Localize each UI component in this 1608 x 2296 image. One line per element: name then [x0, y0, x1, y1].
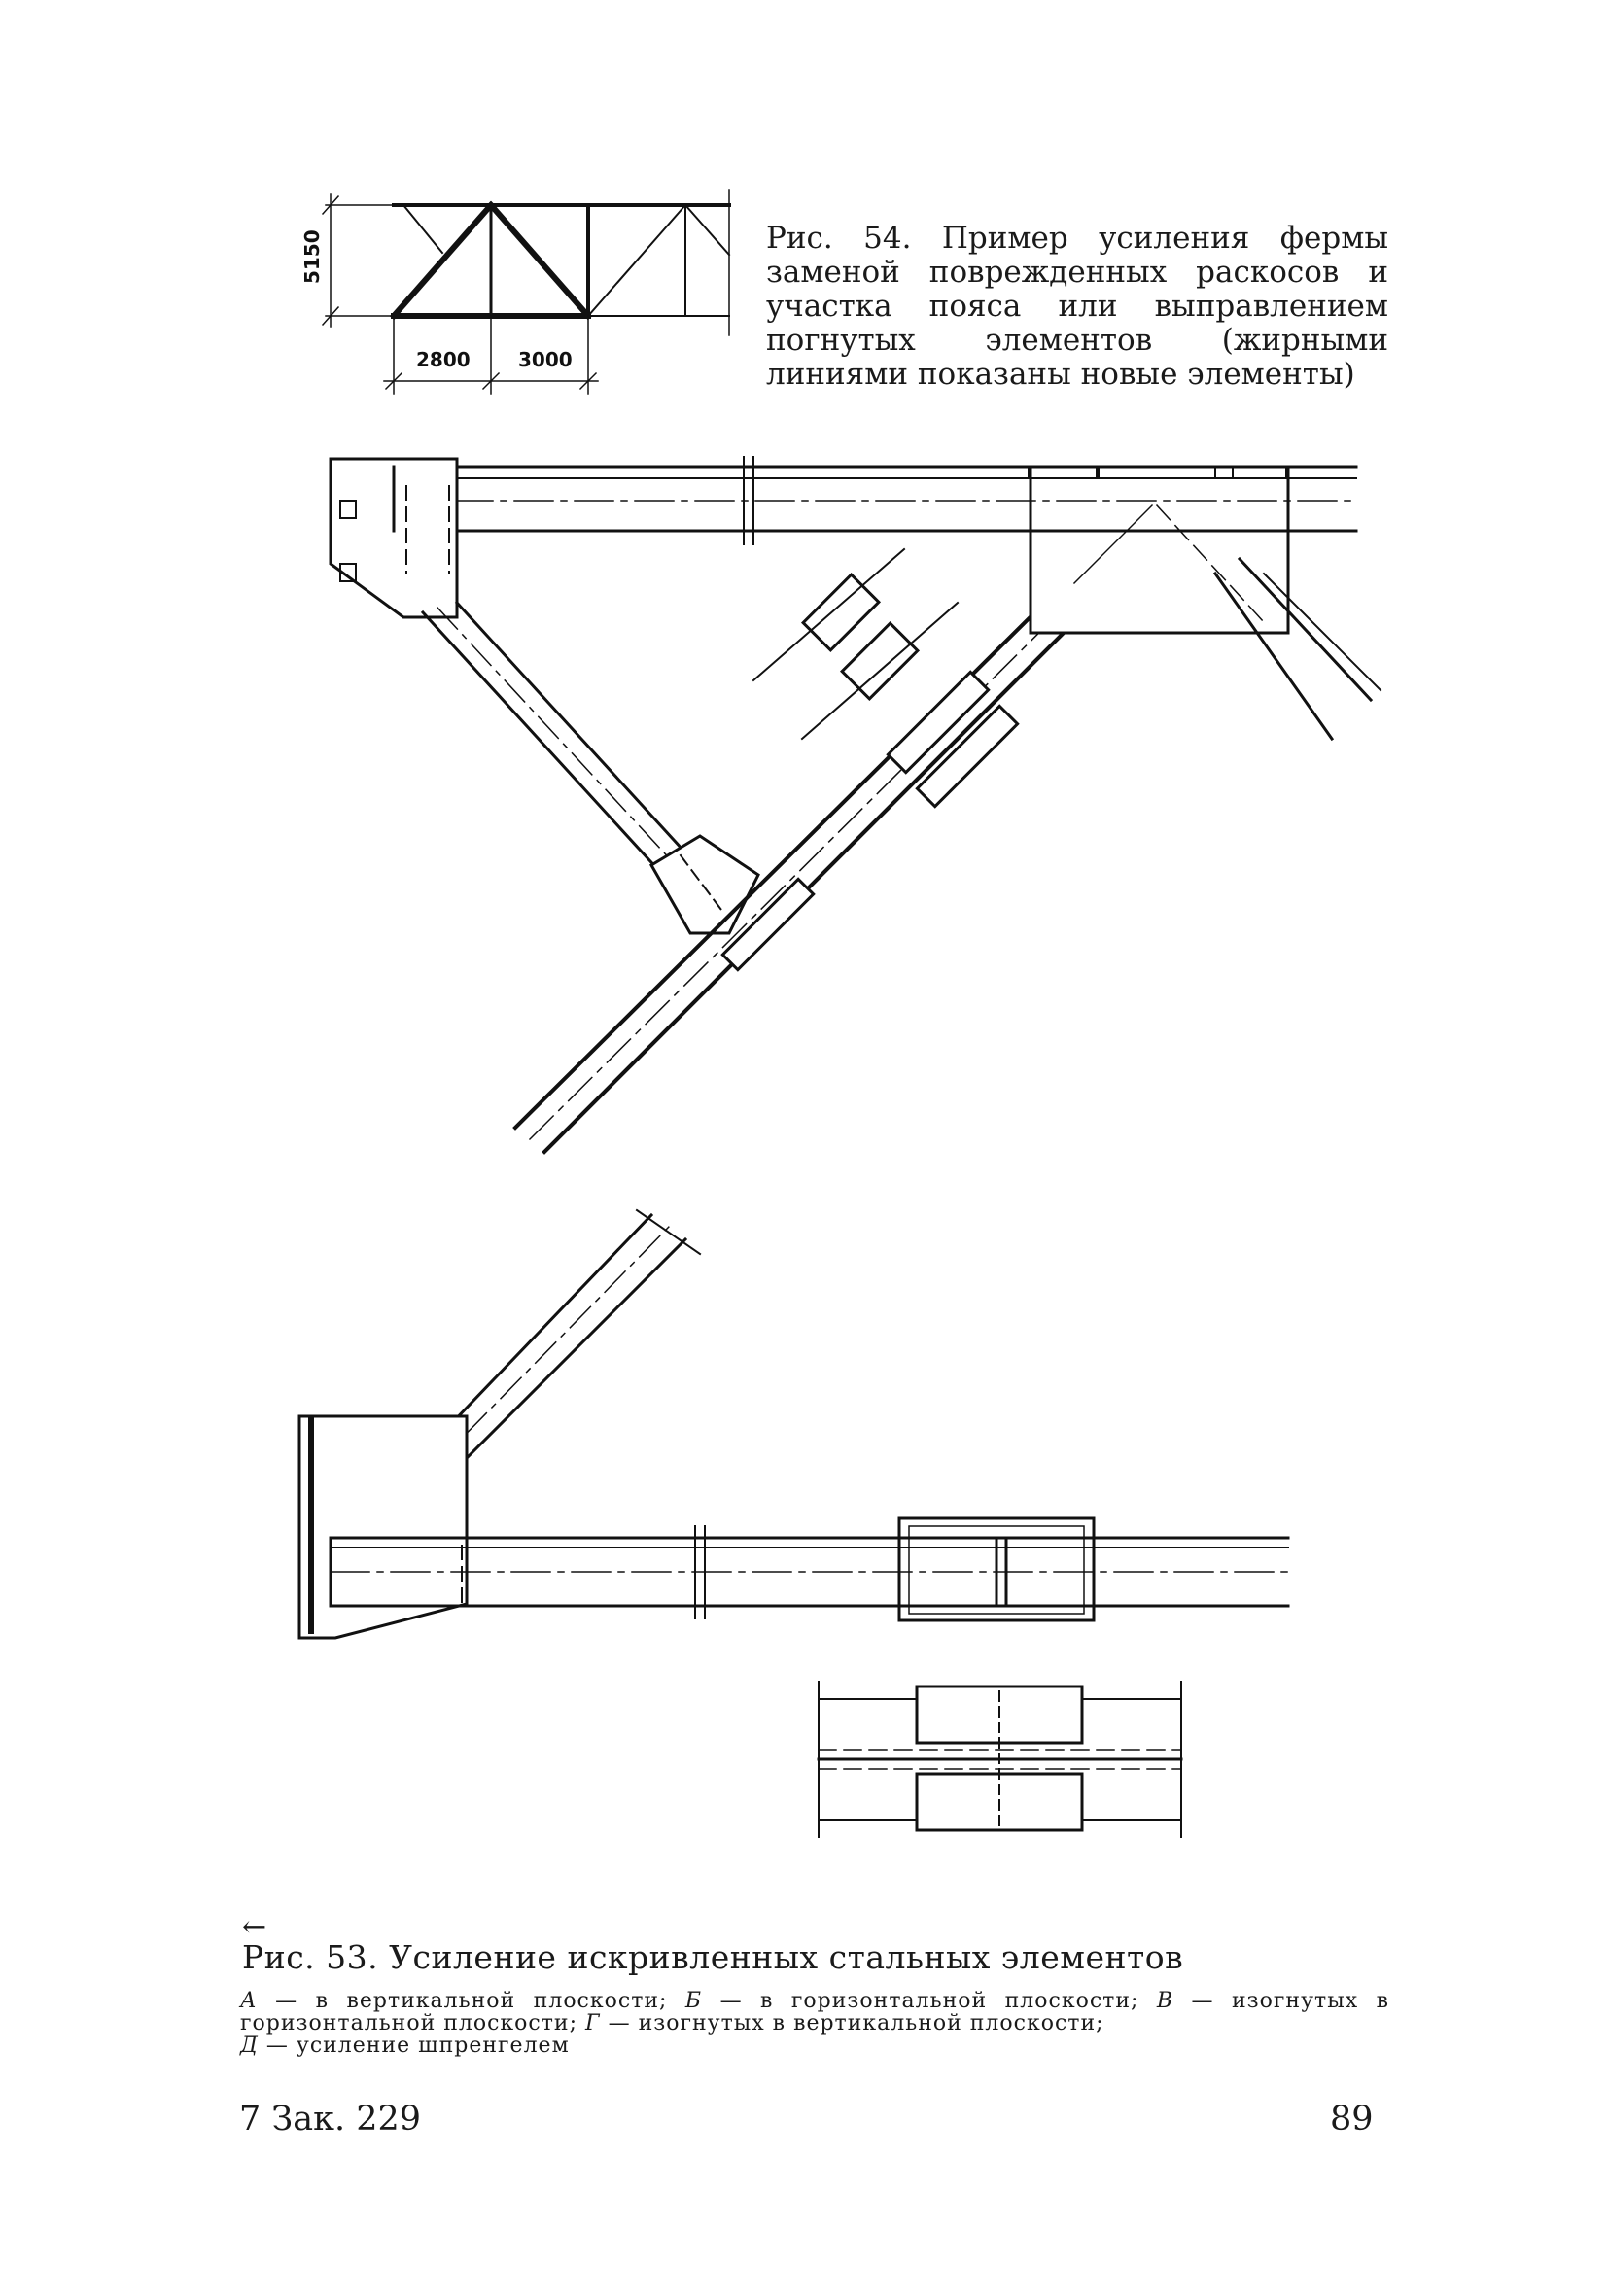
truss-schematic [321, 189, 731, 395]
legend-text: — изогнутых в горизонтальной плоскости; [240, 1989, 1389, 2035]
chord-reinforcement-detail [297, 1208, 1290, 1838]
back-arrow-icon: ← [242, 1910, 267, 1944]
truss-node-detail [329, 456, 1382, 1155]
legend-text: — в вертикальной плоскости; [257, 1989, 685, 2013]
legend-letter: Д [240, 2034, 259, 2058]
figure-53-title: Рис. 53. Усиление искривленных стальных … [242, 1938, 1184, 1976]
legend-text: — изогнутых в вертикальной плоскости; [600, 2011, 1104, 2035]
legend-letter: Г [585, 2011, 601, 2035]
figure-54-caption: Рис. 54. Пример усиления фермы заменой п… [766, 221, 1388, 392]
legend-letter: В [1156, 1989, 1174, 2013]
height-dimension-label: 5150 [300, 229, 324, 284]
legend-letter: А [240, 1989, 258, 2013]
span-right-dimension-label: 3000 [518, 348, 573, 371]
legend-text: — усиление шпренгелем [258, 2034, 570, 2058]
page-number: 89 [1330, 2100, 1374, 2139]
legend-letter: Б [684, 1989, 703, 2013]
print-signature: 7 Зак. 229 [239, 2100, 421, 2139]
legend-text: — в горизонтальной плоскости; [702, 1989, 1157, 2013]
span-left-dimension-label: 2800 [416, 348, 471, 371]
figure-53-legend: А — в вертикальной плоскости; Б — в гори… [240, 1990, 1389, 2057]
